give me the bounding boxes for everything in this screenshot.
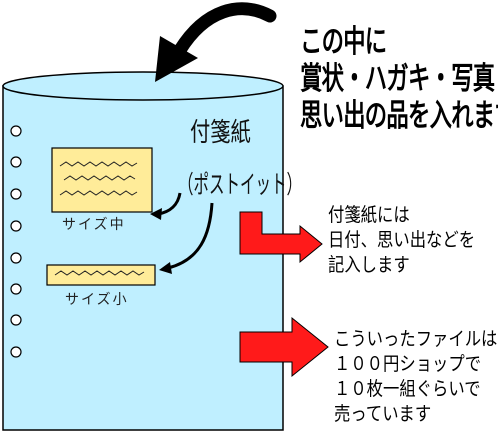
side-note-line: １０枚一組ぐらいで [334, 378, 481, 400]
binder-hole-icon [10, 346, 22, 358]
sticky-note-subtitle: （ポストイット） [178, 170, 303, 199]
elbow-arrow-icon [239, 211, 323, 264]
pointer-arrow-medium-head [150, 208, 162, 220]
size-medium-label: サイズ中 [62, 217, 126, 233]
heading-text: この中に 賞状・ハガキ・写真 思い出の品を入れます [300, 24, 498, 135]
side-note-file: こういったファイルは １００円ショップで １０枚一組ぐらいで 売っています [334, 327, 497, 427]
binder-hole-icon [10, 188, 22, 200]
binder-hole-icon [10, 283, 22, 295]
side-note-line: 記入します [328, 254, 410, 276]
side-note-line: １００円ショップで [334, 353, 482, 375]
squiggle-icon [59, 161, 138, 196]
binder-hole-icon [10, 314, 22, 326]
heading-line: 賞状・ハガキ・写真 [300, 61, 495, 97]
file-top-ellipse [2, 71, 284, 101]
binder-hole-icon [10, 125, 22, 137]
sticky-note-medium [51, 147, 153, 213]
heading-line: 思い出の品を入れます [300, 98, 498, 134]
sticky-note-small [46, 264, 156, 286]
binder-hole-icon [10, 220, 22, 232]
side-note-sticky: 付箋紙には 日付、思い出などを 記入します [328, 203, 475, 278]
pointer-arrow-small-head [159, 262, 172, 274]
side-note-line: 日付、思い出などを [328, 229, 476, 251]
size-small-label: サイズ小 [65, 292, 129, 308]
binder-hole-icon [10, 252, 22, 264]
curved-arrow-head [155, 36, 198, 82]
squiggle-icon [54, 270, 145, 276]
sticky-note-title: 付箋紙 [190, 118, 251, 148]
binder-holes [10, 125, 22, 358]
pointer-arrow-small [167, 202, 214, 270]
block-arrow-icon [239, 316, 329, 378]
side-note-line: こういったファイルは [334, 328, 498, 350]
curved-arrow-icon [173, 2, 277, 57]
side-note-line: 付箋紙には [328, 204, 410, 226]
side-note-line: 売っています [334, 403, 432, 425]
heading-line: この中に [300, 24, 387, 60]
binder-hole-icon [10, 156, 22, 168]
